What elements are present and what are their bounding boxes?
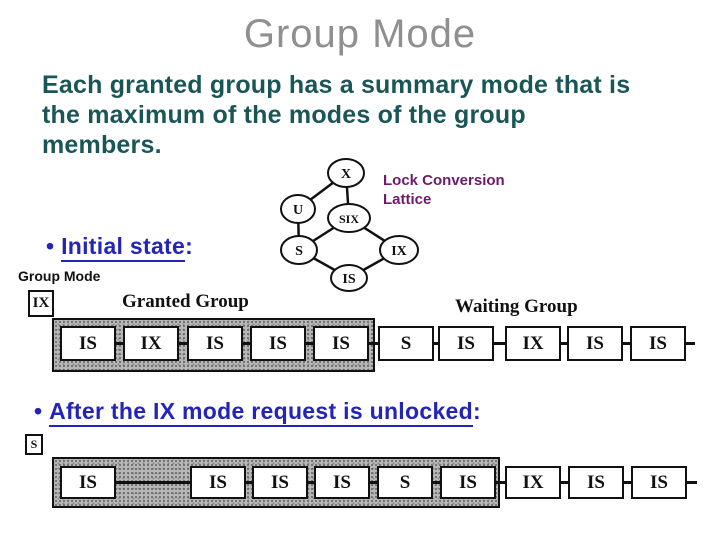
body-line: members. xyxy=(42,131,162,159)
bullet-initial-state: • Initial state: xyxy=(46,233,194,262)
group-mode-badge-after: S xyxy=(25,434,43,455)
queue-tail-dash xyxy=(686,481,697,484)
body-line: the maximum of the modes of the group xyxy=(42,101,526,129)
bullet-icon: • xyxy=(46,233,55,259)
queue-connector xyxy=(488,342,507,345)
lattice-node-S xyxy=(280,235,318,265)
queue-tail-dash xyxy=(684,342,695,345)
waiting-mode-box: IS xyxy=(631,466,687,499)
lattice-node-label-SIX: SIX xyxy=(339,212,359,226)
lattice-label: Lock Conversion Lattice xyxy=(383,171,505,209)
waiting-mode-box: S xyxy=(378,326,434,361)
waiting-mode-box: IS xyxy=(567,326,623,361)
lattice-node-X xyxy=(327,158,365,188)
colon: : xyxy=(185,233,194,259)
lattice-node-label-U: U xyxy=(293,203,303,218)
granted-group-region-after xyxy=(52,457,500,508)
queue-connector xyxy=(555,481,570,484)
bullet-icon: • xyxy=(34,398,43,424)
after-unlock-label: After the IX mode request is unlocked xyxy=(49,398,473,427)
lattice-node-IX xyxy=(379,235,419,265)
body-paragraph: Each granted group has a summary mode th… xyxy=(42,70,702,160)
queue-connector xyxy=(617,342,632,345)
waiting-mode-box: IS xyxy=(630,326,686,361)
lattice-label-line: Lattice xyxy=(383,191,432,208)
group-mode-caption: Group Mode xyxy=(18,268,101,284)
lattice-node-SIX xyxy=(327,203,371,233)
waiting-mode-box: IX xyxy=(505,466,561,499)
colon: : xyxy=(472,398,481,424)
lattice-node-IS xyxy=(330,264,368,292)
queue-connector xyxy=(428,342,440,345)
waiting-mode-box: IS xyxy=(568,466,624,499)
lattice-node-label-IS: IS xyxy=(342,272,355,287)
page-title: Group Mode xyxy=(243,12,477,56)
lattice-node-U xyxy=(280,194,316,224)
waiting-group-label: Waiting Group xyxy=(455,296,578,317)
queue-connector xyxy=(618,481,633,484)
initial-state-label: Initial state xyxy=(61,233,186,262)
lattice-label-line: Lock Conversion xyxy=(383,172,505,189)
group-mode-badge-initial: IX xyxy=(28,290,54,317)
waiting-mode-box: IX xyxy=(505,326,561,361)
waiting-mode-box: IS xyxy=(438,326,494,361)
body-line: Each granted group has a summary mode th… xyxy=(42,71,631,99)
bullet-after-unlock: • After the IX mode request is unlocked: xyxy=(34,398,481,427)
lattice-node-label-IX: IX xyxy=(391,244,407,259)
queue-connector xyxy=(555,342,569,345)
lattice-node-label-S: S xyxy=(295,244,303,259)
lattice-node-label-X: X xyxy=(341,167,351,182)
granted-group-label: Granted Group xyxy=(122,291,249,312)
granted-group-region-initial xyxy=(52,318,375,372)
